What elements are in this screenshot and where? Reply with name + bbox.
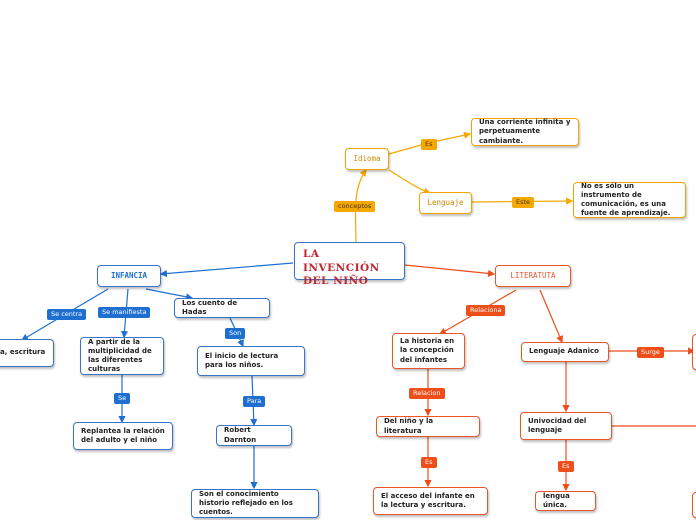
node-darnton[interactable]: Robert Darnton [216,425,292,446]
node-darnton-label: Robert Darnton [224,426,257,444]
node-corriente-label: Una corriente infinita y perpetuamente c… [479,118,571,145]
tag-relacion: Relacion [409,388,445,399]
tag-es-2: Es [421,457,437,468]
edge-literatura-adanico [539,289,563,344]
node-lenguaje[interactable]: Lenguaje [419,192,472,214]
node-inicio-lectura-label: El inicio de lectura para los niños. [205,351,279,369]
node-idioma[interactable]: Idioma [345,148,389,170]
tag-es-1: Es [421,139,437,150]
node-conocimiento[interactable]: Son el conocimiento historio reflejado e… [191,489,319,518]
edge-infancia-cuento [145,288,194,301]
tag-para: Para [243,396,266,407]
node-replantea[interactable]: Replantea la relación del adulto y el ni… [73,422,173,450]
tag-este: Este [512,197,535,208]
node-multiplicidad-label: A partir de la multiplicidad de las dife… [88,337,152,374]
edge-root-infancia [159,262,294,278]
node-adanico[interactable]: Lenguaje Adanico [521,342,609,362]
tag-es-3: Es [558,461,574,472]
edge-root-literatura [404,264,496,277]
edge-idioma-lenguaje [388,169,432,195]
tag-se-manifiesta: Se manifiesta [98,307,151,318]
node-cuento-hadas-label: Los cuento de Hadas [182,298,238,316]
node-acceso[interactable]: El acceso del infante en la lectura y es… [373,487,488,515]
node-literatura[interactable]: LITERATUTA [495,265,571,287]
node-idioma-label: Idioma [353,154,381,164]
node-no-es-solo-label: No es sólo un instrumento de comunicació… [581,181,671,218]
node-no-es-solo[interactable]: No es sólo un instrumento de comunicació… [573,182,686,218]
node-adanico-label: Lenguaje Adanico [529,347,599,356]
node-lenguaje-label: Lenguaje [427,198,464,208]
node-conocimiento-label: Son el conocimiento historio reflejado e… [199,489,293,517]
node-escritura[interactable]: a, escritura [0,339,54,367]
node-nino-literatura-label: Del niño y la literatura [384,417,434,435]
node-historia[interactable]: La historia en la concepción del infante… [392,333,465,369]
node-acceso-label: El acceso del infante en la lectura y es… [381,491,475,509]
root-title: LA INVENCIÓN DEL NIÑO [303,248,380,288]
node-cuento-hadas[interactable]: Los cuento de Hadas [174,298,270,318]
tag-relaciona: Relaciona [466,305,506,316]
node-lengua-unica[interactable]: lengua única. [535,491,596,511]
node-inicio-lectura[interactable]: El inicio de lectura para los niños. [197,346,305,376]
node-replantea-label: Replantea la relación del adulto y el ni… [81,426,165,444]
node-offscreen-right-2[interactable] [692,492,696,518]
node-historia-label: La historia en la concepción del infante… [400,337,455,364]
node-infancia[interactable]: INFANCIA [97,265,161,287]
node-lengua-unica-label: lengua única. [543,491,570,509]
node-univocidad-label: Univocidad del lenguaje [528,416,587,434]
node-literatura-label: LITERATUTA [510,271,556,281]
tag-conceptos: conceptos [334,201,376,212]
tag-surge: Surge [637,347,664,358]
tag-se-centra: Se centra [47,309,87,320]
node-multiplicidad[interactable]: A partir de la multiplicidad de las dife… [80,337,164,375]
node-infancia-label: INFANCIA [110,271,148,281]
node-offscreen-right-1[interactable] [692,334,696,370]
tag-son: Son [225,328,246,339]
node-escritura-label: a, escritura [0,348,46,357]
node-univocidad[interactable]: Univocidad del lenguaje [520,412,612,440]
node-corriente[interactable]: Una corriente infinita y perpetuamente c… [471,118,579,146]
tag-se: Se [114,393,131,404]
root-node[interactable]: LA INVENCIÓN DEL NIÑO [294,242,405,287]
node-nino-literatura[interactable]: Del niño y la literatura [376,416,480,437]
